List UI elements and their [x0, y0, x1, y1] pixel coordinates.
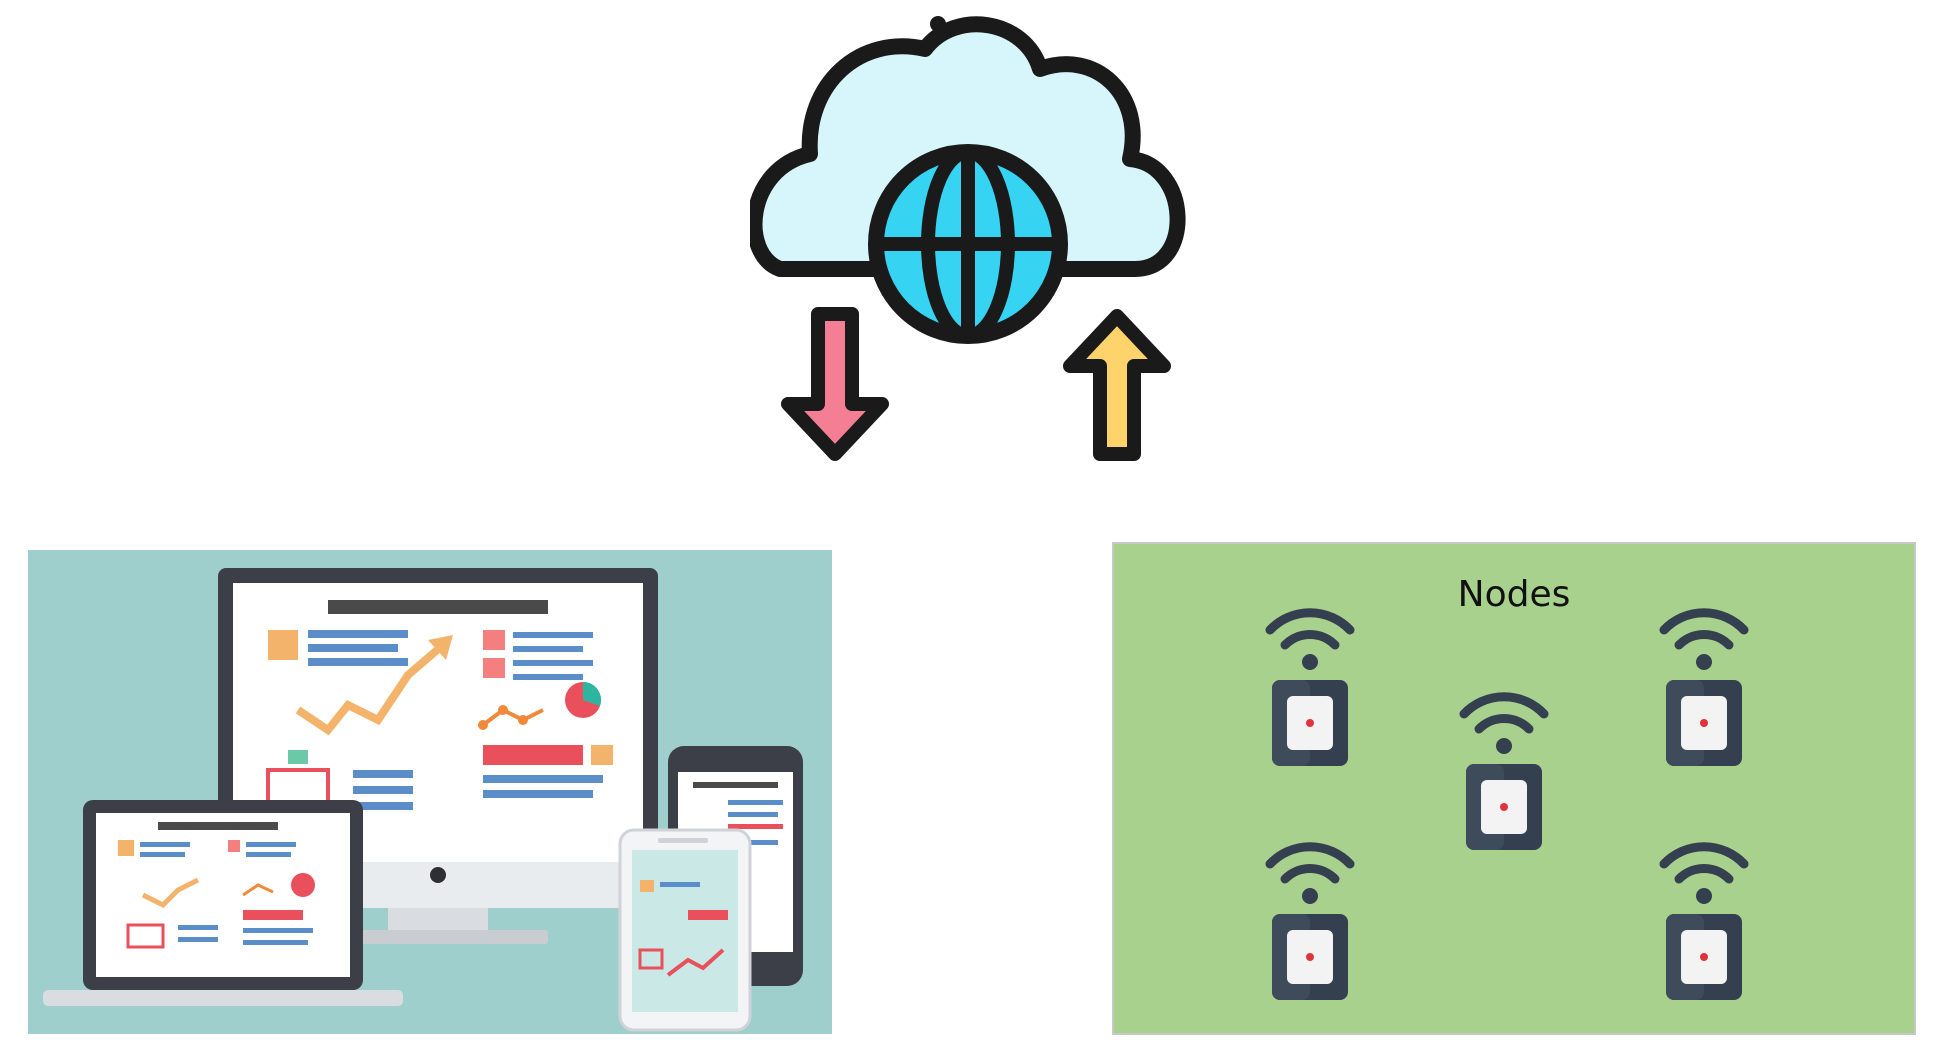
nodes-panel: Nodes [1112, 542, 1916, 1035]
wifi-icon [1659, 608, 1749, 670]
down-arrow-icon [781, 307, 889, 461]
tablet-icon [618, 828, 752, 1032]
sensor-node [1459, 684, 1549, 854]
cloud-internet-icon [750, 16, 1186, 461]
laptop-icon [43, 800, 403, 1006]
sensor-node [1265, 834, 1355, 1004]
wifi-icon [1265, 842, 1355, 904]
devices-illustration [28, 550, 832, 1034]
nodes-label: Nodes [1457, 574, 1571, 615]
sensor-node [1659, 834, 1749, 1004]
wifi-icon [1659, 842, 1749, 904]
wifi-icon [1265, 608, 1355, 670]
sensor-node [1265, 600, 1355, 770]
globe-icon [868, 144, 1068, 344]
up-arrow-icon [1063, 309, 1171, 461]
sensor-node [1659, 600, 1749, 770]
wifi-icon [1459, 692, 1549, 754]
devices-graphic [43, 568, 803, 1032]
